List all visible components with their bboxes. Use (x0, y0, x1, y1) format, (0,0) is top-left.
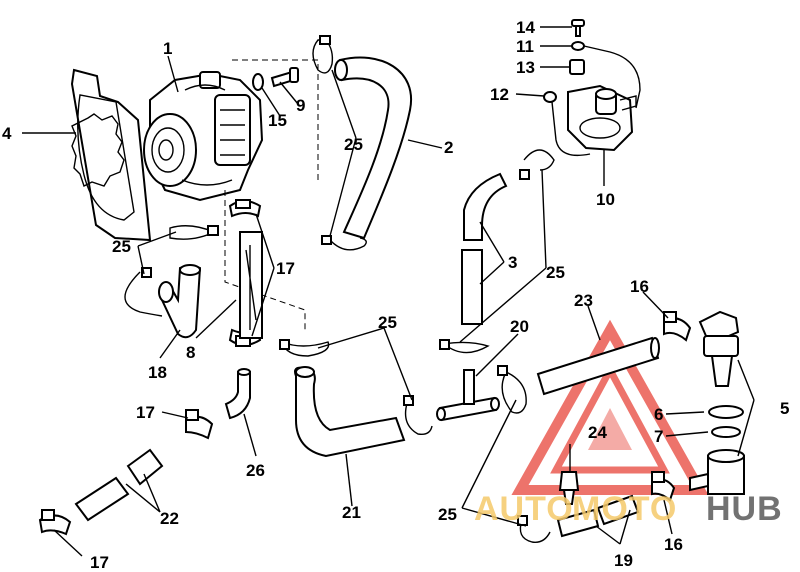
part-nut-13 (569, 59, 585, 75)
callout-3: 3 (508, 253, 517, 272)
part-clamp-25-right (439, 149, 555, 354)
part-pump-10 (567, 84, 637, 152)
part-clamp-25-left (124, 225, 219, 317)
callout-1: 1 (163, 39, 172, 58)
callout-8: 8 (186, 343, 195, 362)
callout-24: 24 (588, 423, 607, 442)
part-clamp-25-top (312, 35, 334, 74)
callout-17-left: 17 (136, 403, 155, 422)
part-hose-2 (334, 56, 413, 240)
part-clamp-17-c (185, 409, 214, 440)
part-hose-19 (556, 494, 640, 538)
part-clamp-17-a (228, 199, 262, 218)
part-clamp-17-d (38, 509, 72, 536)
part-elbow-26 (224, 368, 251, 420)
part-hose-23 (536, 336, 660, 396)
part-clamp-16-top (663, 311, 692, 342)
part-hose-22 (74, 448, 164, 522)
callout-17-bottom: 17 (90, 553, 109, 572)
callout-4: 4 (2, 124, 12, 143)
part-clamp-hose-bottom (321, 235, 367, 251)
part-clamp-25-mid (279, 339, 433, 436)
part-bracket-plate (70, 68, 152, 242)
callout-18: 18 (148, 363, 167, 382)
part-fuel-filter-5 (689, 310, 745, 495)
callout-16-top: 16 (630, 277, 649, 296)
callout-23: 23 (574, 291, 593, 310)
part-hose-21 (294, 366, 406, 458)
callout-11: 11 (516, 37, 534, 56)
callout-15: 15 (268, 111, 287, 130)
part-clamp-25-lower (497, 365, 551, 543)
callout-16-bottom: 16 (664, 535, 683, 554)
callout-25-right: 25 (546, 263, 565, 282)
callout-9: 9 (296, 96, 305, 115)
callout-25-left: 25 (112, 237, 131, 256)
part-tee-20 (436, 369, 500, 422)
callout-25-top: 25 (344, 135, 363, 154)
part-fuel-pump (143, 71, 264, 202)
callout-26: 26 (246, 461, 265, 480)
watermark-triangle (511, 319, 709, 495)
part-hose-3 (461, 172, 508, 325)
part-terminal-12 (543, 91, 591, 157)
callout-5: 5 (780, 399, 789, 418)
part-screw-9 (270, 67, 299, 88)
watermark-text-hub: HUB (706, 490, 783, 528)
leader-lines (22, 26, 755, 557)
callout-14: 14 (516, 18, 535, 37)
callout-2: 2 (444, 138, 453, 157)
callout-labels: 1 2 3 4 5 6 7 8 9 10 11 12 13 14 15 16 1… (2, 18, 789, 572)
watermark-text-moto: MOTO (572, 490, 677, 528)
watermark-logo: AUTO MOTO HUB (474, 490, 783, 528)
assembly-dashed-line (232, 59, 319, 180)
callout-7: 7 (654, 427, 663, 446)
callout-13: 13 (516, 58, 535, 77)
part-hose-8 (239, 231, 263, 339)
part-clamp-16-bottom (651, 471, 676, 502)
part-elbow-18 (158, 264, 202, 339)
callout-25-mid: 25 (378, 313, 397, 332)
callout-25-bottom: 25 (438, 505, 457, 524)
part-washer-15 (252, 73, 264, 91)
watermark-text-auto: AUTO (474, 490, 574, 528)
callout-12: 12 (490, 85, 509, 104)
callout-21: 21 (342, 503, 361, 522)
callout-20: 20 (510, 317, 529, 336)
part-fitting-24 (558, 471, 580, 505)
callout-19: 19 (614, 551, 633, 570)
part-screw-14 (571, 19, 585, 37)
callout-10: 10 (596, 190, 615, 209)
callout-6: 6 (654, 405, 663, 424)
callout-22: 22 (160, 509, 179, 528)
callout-17-top: 17 (276, 259, 295, 278)
